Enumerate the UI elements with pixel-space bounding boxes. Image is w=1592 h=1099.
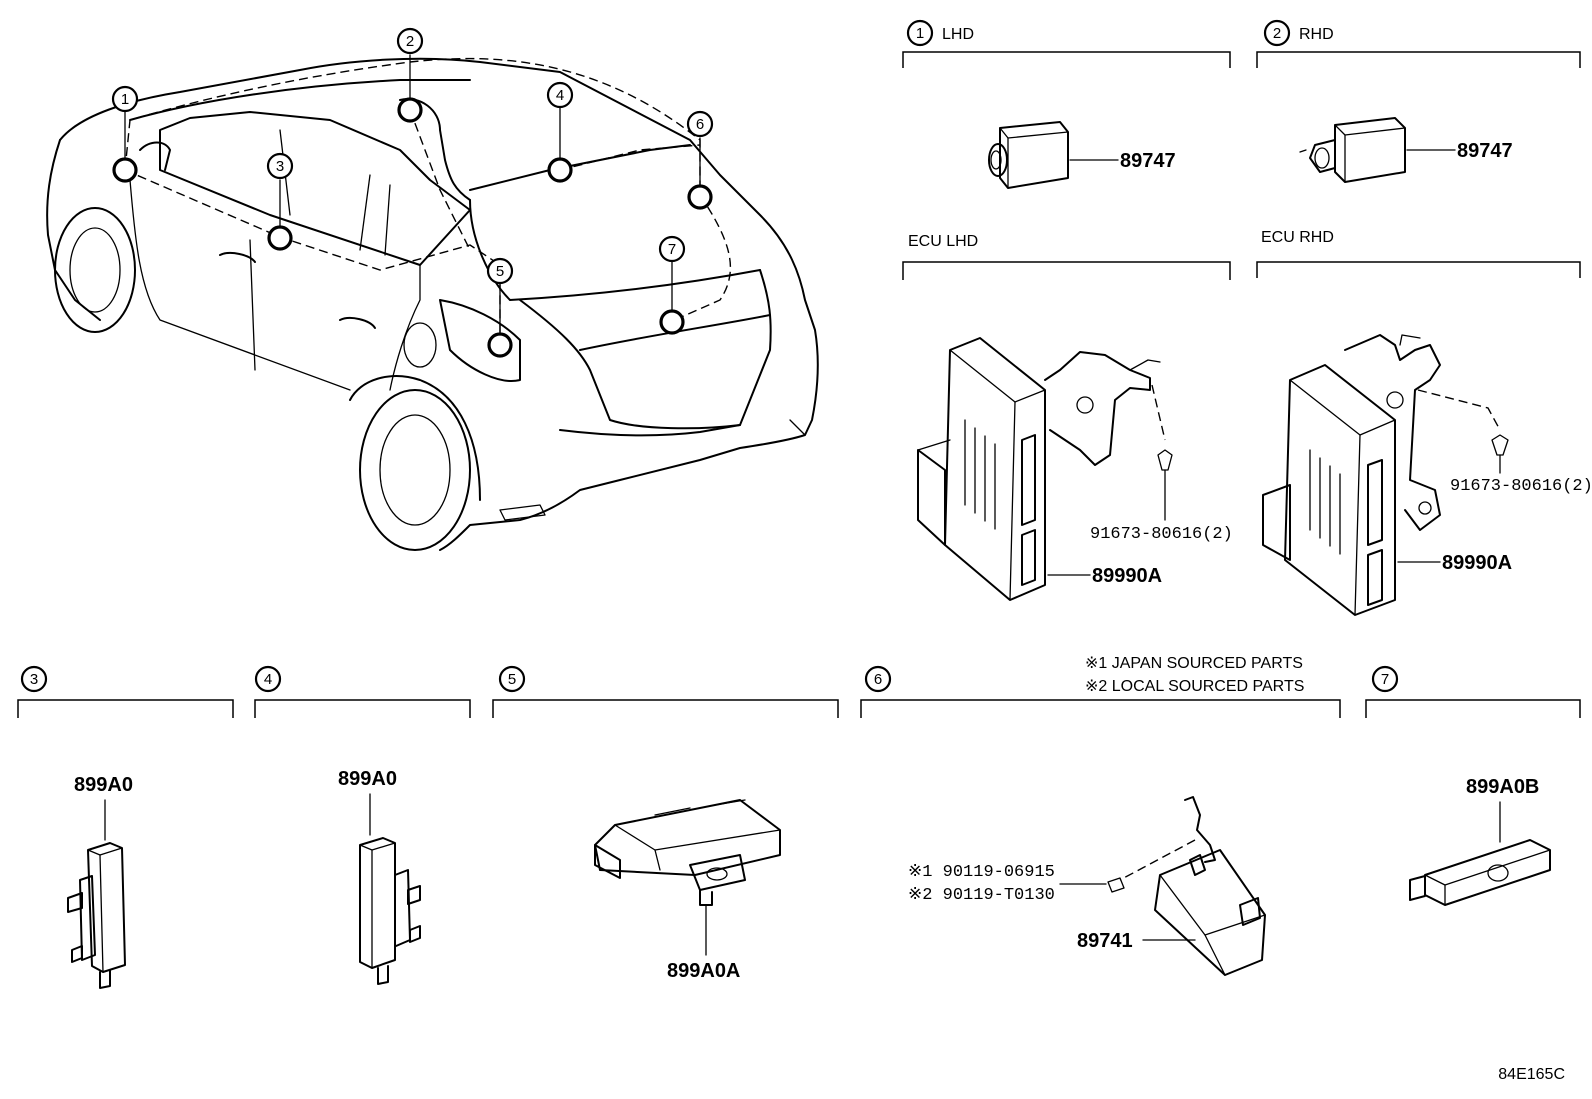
part-899A0-3: 899A0 [74, 774, 133, 796]
marker-3 [267, 225, 293, 251]
location-callouts: 1 2 3 4 5 6 7 [111, 27, 714, 334]
part-bolt-lhd: 91673-80616(2) [1090, 525, 1233, 544]
marker-4 [547, 157, 573, 183]
section-2-rhd: 2 RHD 89747 [1256, 19, 1581, 183]
part-89747-rhd: 89747 [1457, 140, 1513, 162]
part-89747-lhd: 89747 [1120, 150, 1176, 172]
section-6: 6 ※1 JAPAN SOURCED PARTS ※2 LOCAL SOURCE… [860, 655, 1341, 976]
part-89990A-rhd-drawing [1262, 334, 1441, 616]
section-5: 5 899A0A [492, 665, 839, 982]
ecu-lhd-label: ECU LHD [908, 233, 978, 250]
note-local-sourced: ※2 LOCAL SOURCED PARTS [1085, 678, 1304, 695]
part-899A0A: 899A0A [667, 960, 740, 982]
section-1-lhd: 1 LHD 89747 [902, 19, 1231, 189]
part-899A0-4-drawing [359, 837, 421, 985]
location-markers [112, 97, 713, 358]
section-2-num: 2 [1273, 25, 1281, 42]
section-1-num: 1 [916, 25, 924, 42]
note-japan-sourced: ※1 JAPAN SOURCED PARTS [1085, 655, 1303, 672]
section-2-label: RHD [1299, 26, 1334, 43]
part-89990A-lhd: 89990A [1092, 565, 1162, 587]
marker-6 [687, 184, 713, 210]
section-3: 3 899A0 [17, 665, 234, 989]
part-89990A-rhd: 89990A [1442, 552, 1512, 574]
section-7-num: 7 [1381, 671, 1389, 688]
section-6-num: 6 [874, 671, 882, 688]
section-5-num: 5 [508, 671, 516, 688]
callout-label-7: 7 [668, 241, 676, 258]
part-89741-drawing [1154, 796, 1266, 976]
callout-label-6: 6 [696, 116, 704, 133]
callout-label-1: 1 [121, 91, 129, 108]
marker-5 [487, 332, 513, 358]
part-89747-rhd-drawing [1299, 117, 1406, 183]
part-899A0-3-drawing [67, 842, 126, 989]
part-bolt-japan: ※1 90119-06915 [908, 863, 1055, 882]
callout-label-4: 4 [556, 87, 564, 104]
part-89747-lhd-drawing [988, 121, 1069, 189]
section-1-label: LHD [942, 26, 974, 43]
section-4-num: 4 [264, 671, 272, 688]
part-899A0B-drawing [1409, 839, 1551, 906]
marker-7 [659, 309, 685, 335]
callout-label-2: 2 [406, 33, 414, 50]
callout-label-3: 3 [276, 158, 284, 175]
diagram-code: 84E165C [1498, 1066, 1565, 1083]
part-89741: 89741 [1077, 930, 1133, 952]
part-899A0B: 899A0B [1466, 776, 1539, 798]
part-bolt-rhd: 91673-80616(2) [1450, 477, 1592, 496]
marker-1 [112, 157, 138, 183]
part-89990A-lhd-drawing [917, 337, 1161, 601]
section-7: 7 899A0B [1365, 665, 1581, 906]
part-899A0A-drawing [594, 799, 781, 906]
part-bolt-local: ※2 90119-T0130 [908, 886, 1055, 905]
section-ecu-rhd: ECU RHD 91673-80616(2) 89990A [1256, 229, 1592, 616]
part-899A0-4: 899A0 [338, 768, 397, 790]
callout-label-5: 5 [496, 263, 504, 280]
section-4: 4 899A0 [254, 665, 471, 985]
section-3-num: 3 [30, 671, 38, 688]
section-ecu-lhd: ECU LHD 91673-80616(2) 89990A [902, 233, 1233, 601]
ecu-rhd-label: ECU RHD [1261, 229, 1334, 246]
marker-2 [397, 97, 423, 123]
